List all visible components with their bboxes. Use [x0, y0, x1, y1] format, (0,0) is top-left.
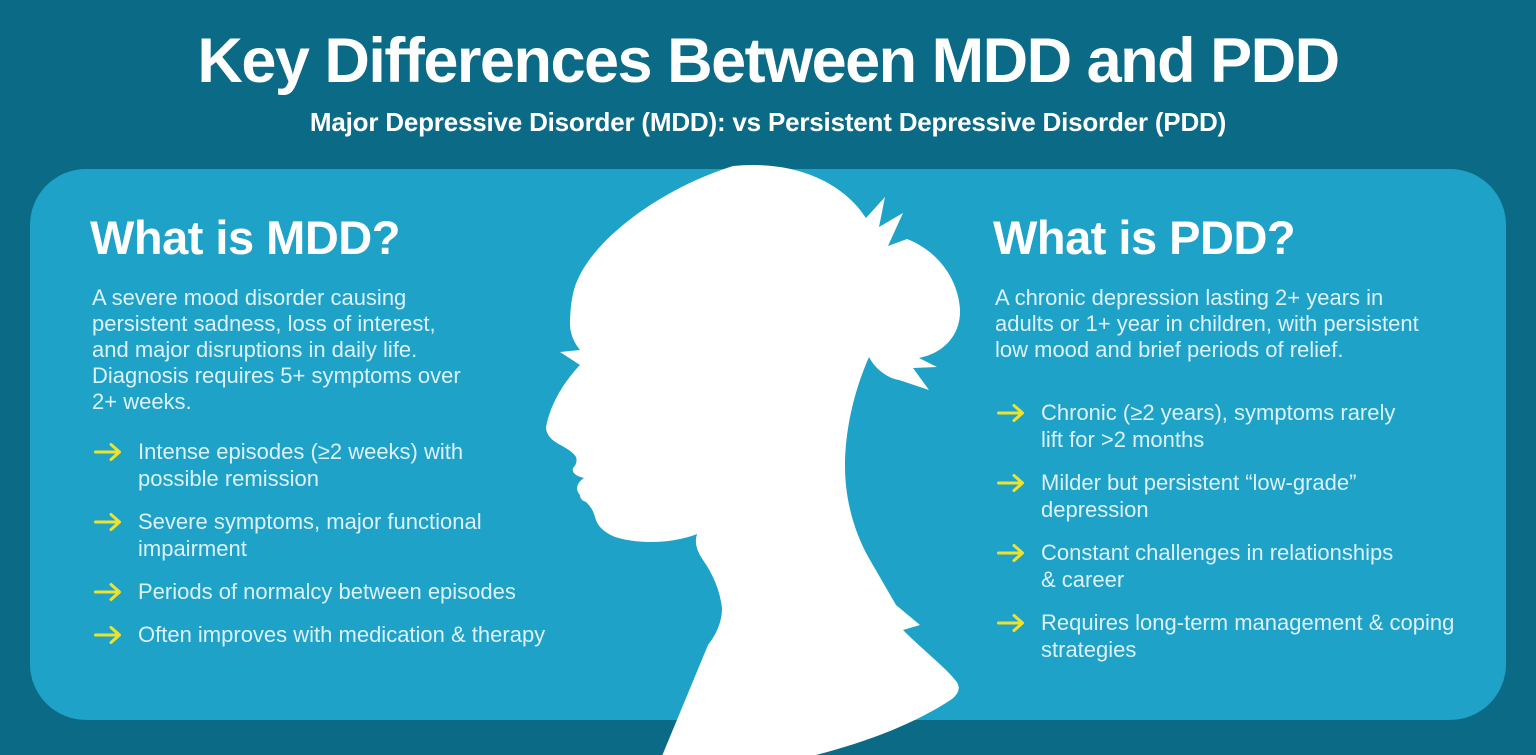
bullet-label: Milder but persistent “low-grade” depres…: [1041, 470, 1357, 522]
list-item: Requires long-term management & coping s…: [997, 609, 1473, 663]
list-item: Chronic (≥2 years), symptoms rarely lift…: [997, 399, 1473, 453]
bullet-label: Intense episodes (≥2 weeks) with possibl…: [138, 439, 464, 491]
arrow-right-icon: [94, 583, 121, 601]
pdd-bullet-list: Chronic (≥2 years), symptoms rarely lift…: [993, 399, 1473, 663]
bullet-label: Chronic (≥2 years), symptoms rarely lift…: [1041, 400, 1396, 452]
bullet-label: Periods of normalcy between episodes: [138, 579, 516, 604]
arrow-right-icon: [997, 474, 1024, 492]
bullet-label: Often improves with medication & therapy: [138, 622, 546, 647]
bullet-label: Severe symptoms, major functional impair…: [138, 509, 482, 561]
pdd-column: What is PDD? A chronic depression lastin…: [993, 212, 1473, 679]
list-item: Severe symptoms, major functional impair…: [94, 508, 570, 562]
mdd-column: What is MDD? A severe mood disorder caus…: [90, 212, 570, 664]
arrow-right-icon: [94, 513, 121, 531]
arrow-right-icon: [997, 544, 1024, 562]
page-title: Key Differences Between MDD and PDD: [197, 26, 1340, 96]
list-item: Constant challenges in relationships & c…: [997, 539, 1473, 593]
header: Key Differences Between MDD and PDD Majo…: [0, 28, 1536, 137]
list-item: Periods of normalcy between episodes: [94, 578, 570, 605]
arrow-right-icon: [94, 626, 121, 644]
mdd-heading: What is MDD?: [90, 211, 400, 264]
arrow-right-icon: [997, 614, 1024, 632]
arrow-right-icon: [94, 443, 121, 461]
page-subtitle: Major Depressive Disorder (MDD): vs Pers…: [309, 107, 1227, 137]
list-item: Intense episodes (≥2 weeks) with possibl…: [94, 438, 570, 492]
bullet-label: Requires long-term management & coping s…: [1041, 610, 1455, 662]
pdd-heading: What is PDD?: [993, 211, 1296, 264]
arrow-right-icon: [997, 404, 1024, 422]
mdd-bullet-list: Intense episodes (≥2 weeks) with possibl…: [90, 438, 570, 648]
list-item: Milder but persistent “low-grade” depres…: [997, 469, 1473, 523]
pdd-description: A chronic depression lasting 2+ years in…: [995, 285, 1419, 362]
list-item: Often improves with medication & therapy: [94, 621, 570, 648]
bullet-label: Constant challenges in relationships & c…: [1041, 540, 1394, 592]
mdd-description: A severe mood disorder causing persisten…: [92, 285, 461, 414]
